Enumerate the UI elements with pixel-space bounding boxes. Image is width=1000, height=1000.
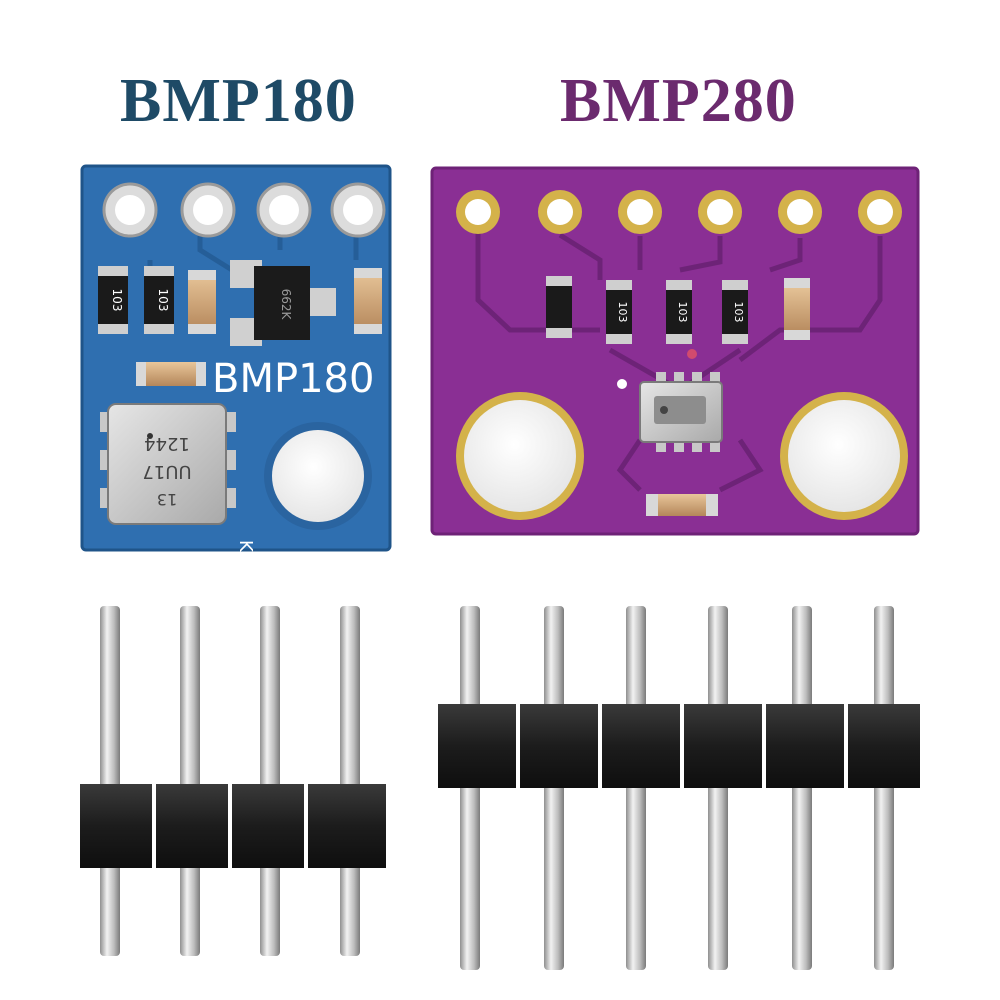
bmp180-board: 103 103 662K [80,164,392,558]
bmp180-transistor: 662K [230,260,336,346]
bmp180-resistor-1: 103 [98,266,128,334]
header-pin [340,606,360,956]
chip-marking: 13 [157,490,177,509]
bmp280-resistor-4: 103 [722,280,748,344]
bmp180-silkscreen: BMP180 [212,356,374,402]
bmp280-capacitor-1 [784,278,810,340]
solder-pad-icon [330,182,386,238]
header-pin [100,606,120,956]
pin1-marker [617,379,627,389]
solder-pad-icon [256,182,312,238]
bmp280-resistor-2: 103 [606,280,632,344]
solder-pad-icon [456,190,500,234]
bmp280-resistor-3: 103 [666,280,692,344]
bmp280-board: 103 103 103 [430,166,920,536]
bmp180-capacitor-2 [354,268,382,334]
solder-pad-icon [180,182,236,238]
bmp180-pin-header [80,606,386,956]
bmp180-title: BMP180 [120,67,357,135]
bmp180-resistor-2: 103 [144,266,174,334]
via-dot [687,349,697,359]
resistor-code: 103 [676,302,689,323]
bmp280-pin-header [438,606,920,970]
bmp280-mounting-hole-left [456,392,584,520]
bmp180-sensor-chip: 13 UU17 1244 [100,403,236,525]
bmp180-mounting-hole [264,422,372,530]
bmp180-capacitor-3 [136,362,206,386]
resistor-code: 103 [156,289,170,312]
header-plastic [438,704,920,788]
resistor-code: 103 [732,302,745,323]
corner-mark: K. [235,540,256,558]
bmp180-header-pads [102,182,386,238]
transistor-marking: 662K [279,289,293,321]
solder-pad-icon [618,190,662,234]
header-pin [260,606,280,956]
bmp280-mounting-hole-right [780,392,908,520]
bmp280-capacitor-2 [646,494,718,516]
solder-pad-icon [538,190,582,234]
solder-pad-icon [858,190,902,234]
bmp180-capacitor-1 [188,270,216,334]
bmp280-header-pads [456,190,902,234]
header-plastic [80,784,386,868]
chip-marking: 1244 [144,433,190,454]
solder-pad-icon [698,190,742,234]
solder-pad-icon [778,190,822,234]
bmp280-sensor-chip [639,372,723,452]
header-pin [180,606,200,956]
bmp280-resistor-1 [546,276,572,338]
bmp280-title: BMP280 [560,67,797,135]
chip-marking: UU17 [142,461,191,482]
resistor-code: 103 [616,302,629,323]
solder-pad-icon [102,182,158,238]
resistor-code: 103 [110,289,124,312]
